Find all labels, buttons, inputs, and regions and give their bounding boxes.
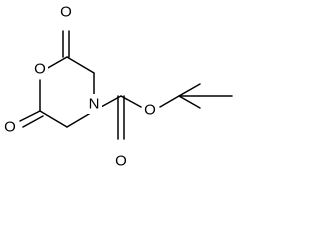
bond-c-left-carbonyl-b <box>22 115 44 128</box>
svg-text:O: O <box>60 4 72 21</box>
bond-tbu-c-to-methyl-up <box>178 83 201 97</box>
svg-text:N: N <box>89 96 100 113</box>
bond-c-top-to-ch2-top <box>66 56 95 74</box>
svg-text:O: O <box>34 61 46 78</box>
svg-text:O: O <box>4 119 16 136</box>
atom-carbonyl-oxygen-left: O <box>2 117 18 137</box>
atom-carbonyl-oxygen-top: O <box>58 2 74 22</box>
bond-ring-o-to-c-top <box>45 56 68 70</box>
bond-ch2-bottom-to-c-left <box>39 110 68 128</box>
bond-ester-o-to-tbu-c <box>159 95 180 108</box>
chemical-structure: O O O N O O <box>2 2 233 171</box>
atom-ester-oxygen: O <box>142 100 158 120</box>
atom-ring-nitrogen: N <box>86 94 102 114</box>
bond-tbu-c-to-methyl-down <box>178 95 201 109</box>
atom-ring-oxygen: O <box>32 59 48 79</box>
atom-carbamate-carbonyl-oxygen: O <box>113 151 129 171</box>
svg-text:O: O <box>144 102 156 119</box>
bond-c-left-carbonyl-a <box>19 110 41 122</box>
svg-text:O: O <box>115 153 127 170</box>
